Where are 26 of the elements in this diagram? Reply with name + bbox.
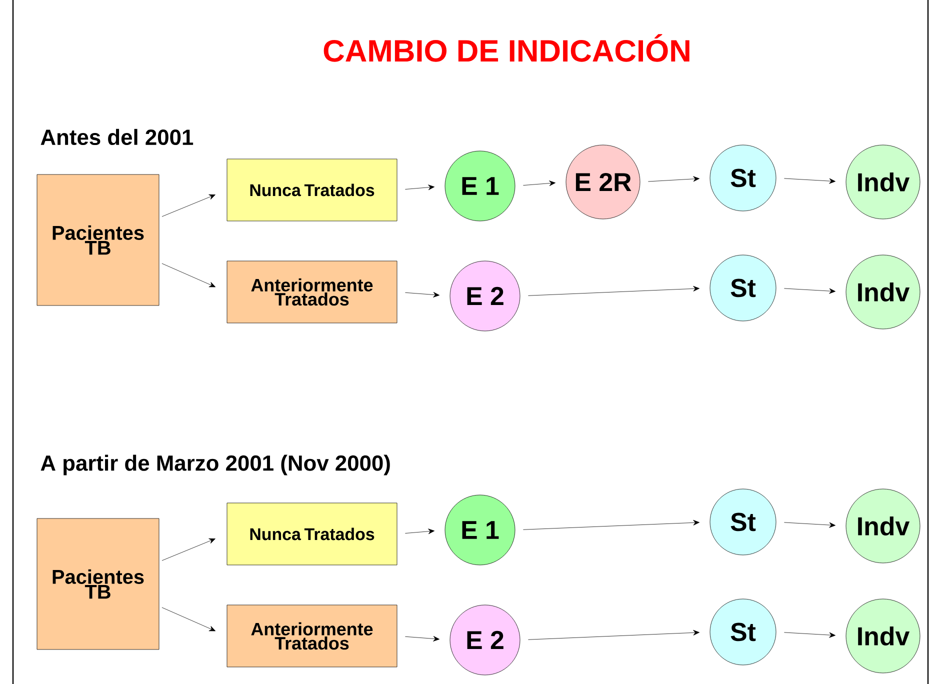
process-box: Anteriormente Tratados	[226, 604, 398, 668]
arrow	[162, 263, 216, 288]
arrow	[523, 520, 700, 530]
arrow	[784, 178, 836, 184]
section-heading: Antes del 2001	[40, 128, 194, 146]
arrow	[404, 184, 435, 190]
process-box: Pacientes TB	[36, 174, 160, 306]
title: CAMBIO DE INDICACIÓN	[324, 34, 690, 62]
arrow	[162, 194, 216, 217]
arrow	[404, 292, 440, 298]
process-box: Nunca Tratados	[226, 158, 398, 222]
arrow	[784, 522, 836, 528]
arrow	[522, 180, 556, 186]
arrow	[528, 286, 700, 296]
arrow	[162, 607, 216, 632]
process-box: Anteriormente Tratados	[226, 260, 398, 324]
arrow	[162, 538, 216, 561]
section-heading: A partir de Marzo 2001 (Nov 2000)	[40, 454, 390, 476]
arrow	[528, 630, 700, 640]
arrow	[648, 176, 700, 182]
process-box: Pacientes TB	[36, 518, 160, 650]
arrow	[784, 632, 836, 638]
arrow	[784, 288, 836, 294]
arrow	[404, 528, 435, 534]
arrow	[404, 636, 440, 642]
process-box: Nunca Tratados	[226, 502, 398, 566]
